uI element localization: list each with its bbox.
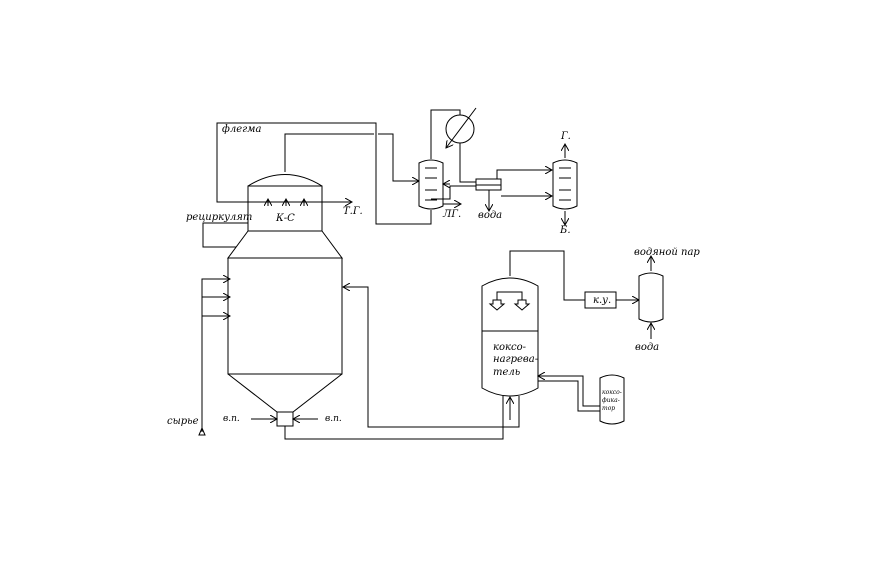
label-tg: Т.Г. (343, 206, 363, 217)
label-heater-1: коксо- (493, 342, 527, 353)
label-ks: К-С (275, 213, 295, 224)
label-feed: сырье (167, 416, 199, 427)
label-gasoline: Б. (559, 225, 571, 236)
label-water-boiler: вода (635, 342, 659, 353)
label-ku: к.у. (593, 295, 611, 306)
label-gas: Г. (560, 131, 571, 142)
label-water-separator: вода (478, 210, 502, 221)
lg-separator (418, 159, 444, 210)
label-small-3: тор (602, 405, 615, 412)
air-cooler (446, 107, 477, 148)
bottom-nozzle (276, 411, 294, 427)
label-heater-2: нагрева- (493, 354, 539, 365)
chamber-body (227, 257, 343, 375)
small-vessel (599, 374, 625, 425)
label-water-vapor: водяной пар (634, 247, 700, 258)
label-flegma: флегма (222, 124, 261, 135)
water-separator (475, 178, 502, 191)
reactor (227, 174, 343, 427)
label-small-1: коксо- (602, 389, 622, 396)
label-small-2: фика- (602, 397, 620, 404)
steam-drum (638, 272, 664, 323)
label-recirculate: рециркулят (186, 212, 252, 223)
label-lg: ЛГ. (442, 209, 461, 220)
label-heater-3: тель (493, 367, 520, 378)
ks-section (247, 185, 323, 232)
gas-separator (552, 159, 578, 210)
coke-heater (481, 277, 539, 397)
label-vp-right: в.п. (325, 414, 342, 424)
feed-triangle-icon (198, 426, 206, 436)
label-vp-left: в.п. (223, 414, 240, 424)
